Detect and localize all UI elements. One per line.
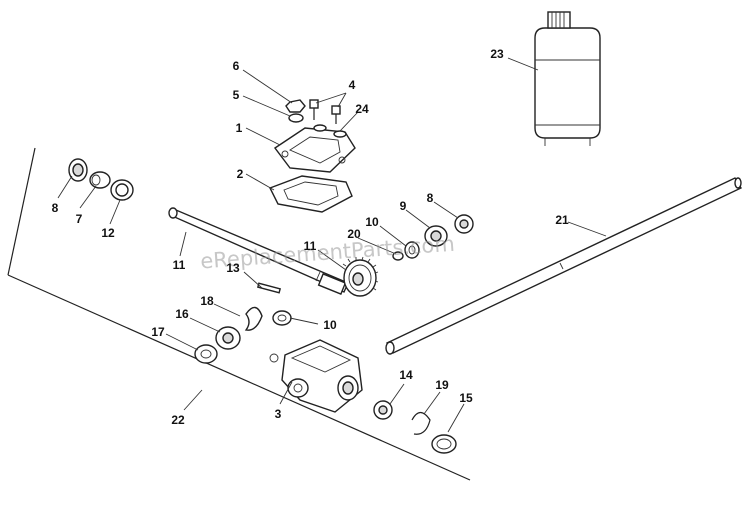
part-21-drive-shaft xyxy=(385,177,742,355)
callout-15: 15 xyxy=(459,391,473,405)
part-8-bearing-left xyxy=(68,158,88,182)
callout-21: 21 xyxy=(555,213,569,227)
part-1-cover xyxy=(273,127,356,173)
part-9-bearing xyxy=(424,225,448,247)
part-8-bearing-right xyxy=(454,214,474,234)
callout-17: 17 xyxy=(151,325,165,339)
callout-2: 2 xyxy=(237,167,244,181)
callout-8-left: 8 xyxy=(52,201,59,215)
part-23-bottle xyxy=(534,11,601,146)
part-12-ring xyxy=(110,179,134,201)
part-16-bearing xyxy=(215,326,241,350)
callout-5: 5 xyxy=(233,88,240,102)
callout-12: 12 xyxy=(101,226,115,240)
callout-11-shaft: 11 xyxy=(173,258,186,272)
boundary-lines xyxy=(7,147,471,481)
callout-3: 3 xyxy=(275,407,282,421)
part-14-bushing xyxy=(373,400,393,420)
leader-lines xyxy=(57,57,607,433)
callout-9: 9 xyxy=(400,199,407,213)
callout-19: 19 xyxy=(435,378,449,392)
callout-24: 24 xyxy=(355,102,369,116)
part-13-key xyxy=(256,282,282,294)
callout-11-gear: 11 xyxy=(304,239,317,253)
part-7-bushing xyxy=(89,171,111,189)
callout-18: 18 xyxy=(200,294,214,308)
callout-labels: 6 4 5 24 1 2 23 8 7 12 11 13 11 20 10 9 … xyxy=(52,47,569,427)
callout-8-right: 8 xyxy=(427,191,434,205)
part-17-seal xyxy=(194,344,218,364)
part-4-screws xyxy=(309,99,341,124)
part-24-washer xyxy=(313,124,347,138)
callout-22: 22 xyxy=(171,413,185,427)
callout-13: 13 xyxy=(226,261,240,275)
part-10-washer-upper xyxy=(404,241,420,259)
part-10-washer-lower xyxy=(272,310,292,326)
part-18-clip xyxy=(244,306,263,331)
callout-10-lower: 10 xyxy=(323,318,337,332)
part-5-washer xyxy=(288,113,304,123)
part-2-gasket xyxy=(269,175,353,213)
part-15-collar xyxy=(431,434,457,454)
part-11-gear xyxy=(342,256,379,297)
callout-4: 4 xyxy=(349,78,356,92)
callout-23: 23 xyxy=(490,47,504,61)
callout-7: 7 xyxy=(76,212,83,226)
callout-1: 1 xyxy=(236,121,243,135)
callout-14: 14 xyxy=(399,368,413,382)
part-3-gear-case xyxy=(269,339,363,413)
callout-20: 20 xyxy=(347,227,361,241)
part-6-bolt xyxy=(285,99,306,113)
callout-10-upper: 10 xyxy=(365,215,379,229)
part-19-snap-ring xyxy=(411,411,431,435)
callout-6: 6 xyxy=(233,59,240,73)
callout-16: 16 xyxy=(175,307,189,321)
